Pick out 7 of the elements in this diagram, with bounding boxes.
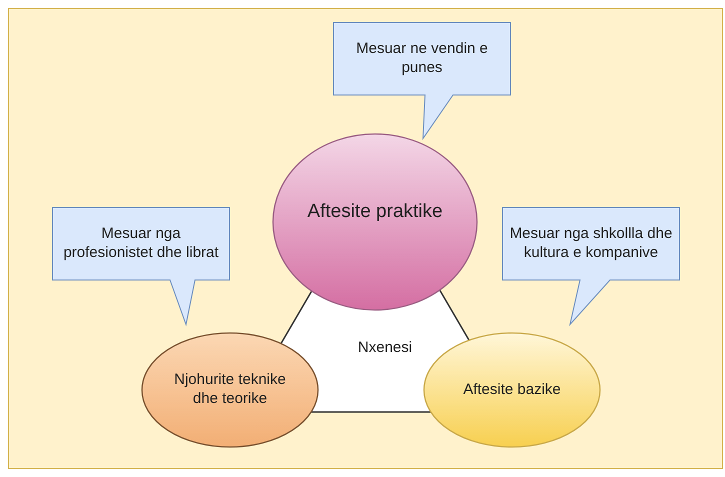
callout-text: Mesuar nga shkollla dhe kultura e kompanive [508,224,674,262]
node-label: Nxenesi [358,338,412,358]
callout-text: Mesuar ne vendin e punes [355,40,489,78]
node-label: Njohurite teknike dhe teorike [173,371,287,409]
node-label: Aftesite bazike [463,380,561,400]
node-label: Aftesite praktike [307,200,443,224]
callout-text: Mesuar nga profesionistet dhe librat [62,224,220,262]
